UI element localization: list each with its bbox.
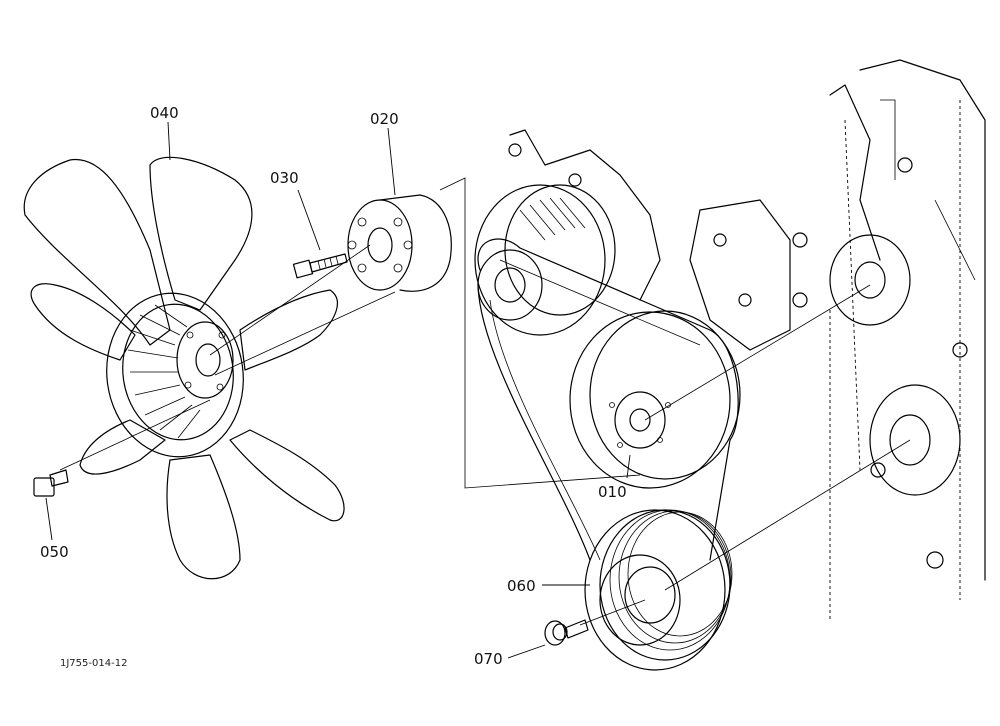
callout-leaders <box>45 121 631 659</box>
alternator <box>474 129 661 336</box>
fan-assembly[interactable] <box>23 156 345 580</box>
crankshaft-pulley[interactable] <box>584 509 733 671</box>
callout-040: 040 <box>150 104 179 122</box>
bolt-050[interactable] <box>33 469 69 497</box>
fan-blade <box>30 283 136 361</box>
bolt-070[interactable] <box>544 619 589 646</box>
assembly-lines <box>59 177 911 626</box>
callout-030: 030 <box>270 169 299 187</box>
callout-070: 070 <box>474 650 503 668</box>
callout-020: 020 <box>370 110 399 128</box>
callout-010: 010 <box>598 483 627 501</box>
fan-blade <box>79 419 166 475</box>
callout-060: 060 <box>507 577 536 595</box>
fan-hub <box>176 321 234 399</box>
fan-blade <box>229 429 345 522</box>
bolt-030[interactable] <box>292 253 348 279</box>
engine-block <box>689 59 986 620</box>
fan-blade <box>166 454 241 580</box>
fan-hub-bore <box>195 343 221 377</box>
fan-blade <box>149 156 253 311</box>
fan-blade <box>239 289 338 371</box>
fan-belt <box>477 238 739 561</box>
figure-id: 1J755-014-12 <box>60 658 127 669</box>
fan-hub-ring <box>106 292 244 458</box>
fan-spacer[interactable] <box>347 194 452 292</box>
fan-blade <box>23 158 171 346</box>
water-pump-pulley[interactable] <box>569 310 741 489</box>
callout-050: 050 <box>40 543 69 561</box>
